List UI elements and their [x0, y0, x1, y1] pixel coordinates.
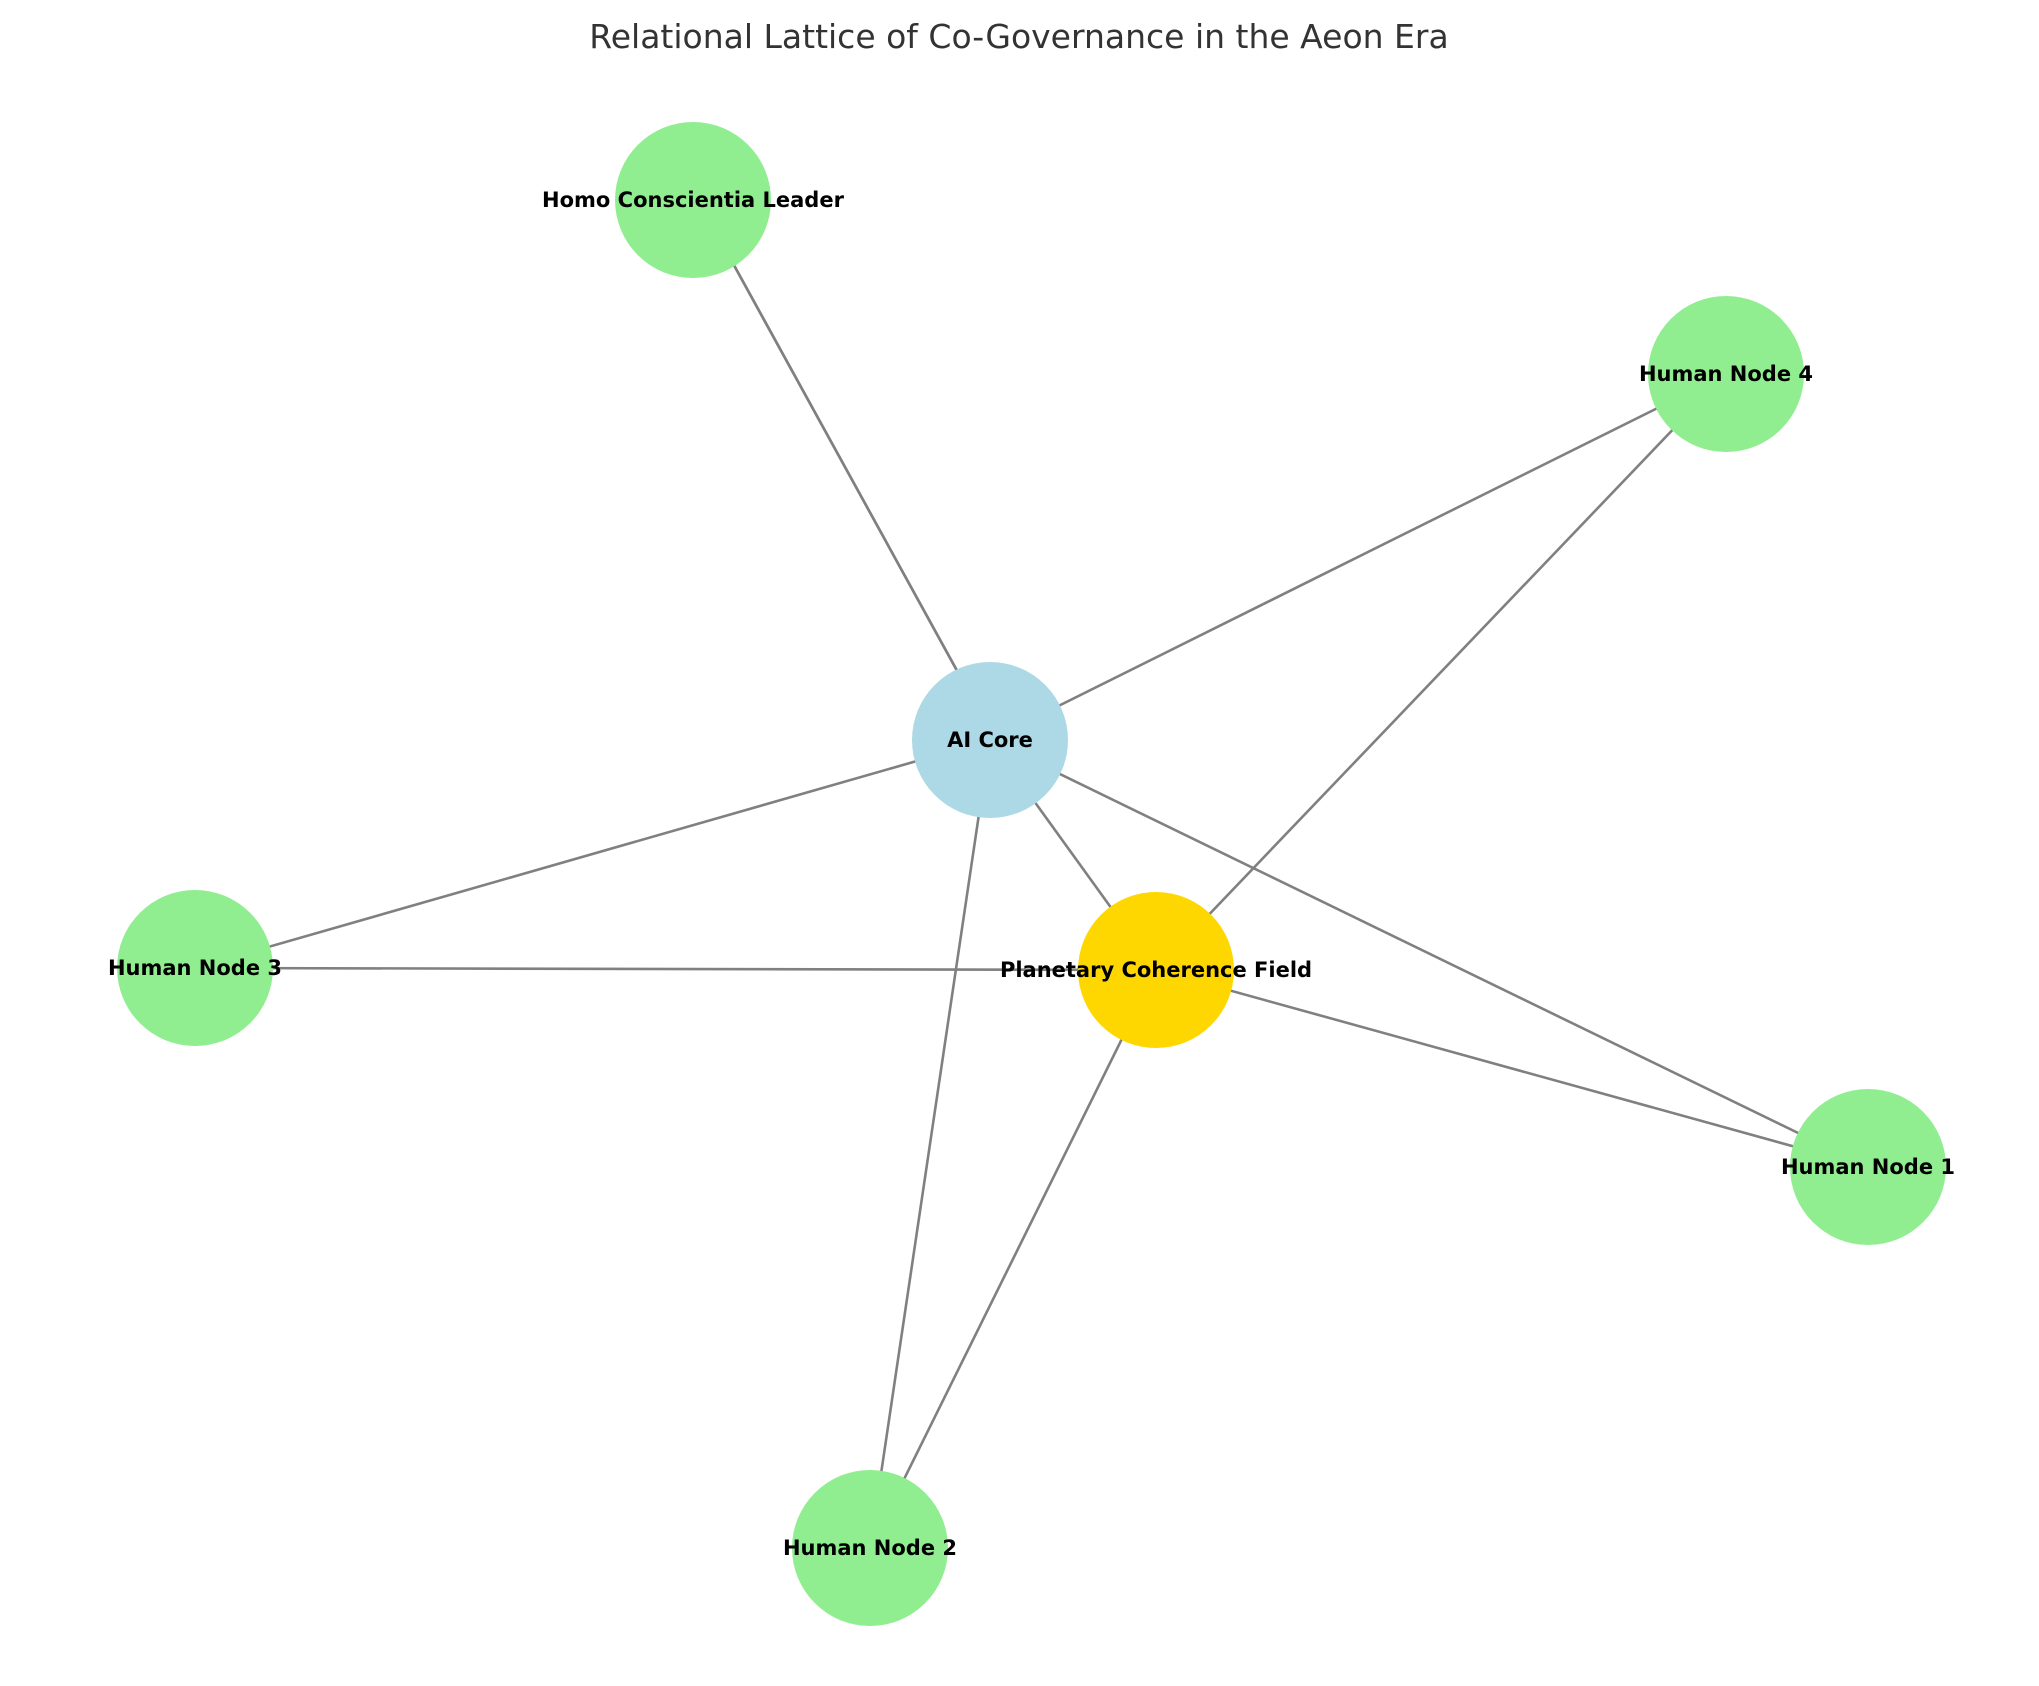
diagram-title: Relational Lattice of Co-Governance in t…: [589, 17, 1448, 56]
edge-ai_core-human_1: [989, 738, 1869, 1169]
node-label-human_2: Human Node 2: [783, 1536, 957, 1560]
edge-pcf-human_1: [1155, 968, 1869, 1169]
node-label-human_1: Human Node 1: [1781, 1155, 1955, 1179]
edge-pcf-human_3: [194, 966, 1157, 972]
edge-pcf-human_4: [1155, 373, 1727, 971]
edge-ai_core-human_3: [194, 738, 991, 970]
node-human_1[interactable]: [1790, 1089, 1946, 1245]
edge-ai_core-human_4: [989, 372, 1727, 742]
node-label-ai_core: AI Core: [947, 728, 1033, 752]
edge-ai_core-human_2: [868, 739, 992, 1549]
node-human_2[interactable]: [792, 1470, 948, 1626]
node-pcf[interactable]: [1078, 892, 1234, 1048]
node-human_3[interactable]: [117, 890, 273, 1046]
edge-layer: [194, 197, 1869, 1549]
node-label-homo_conscientia: Homo Conscientia Leader: [542, 188, 845, 212]
node-homo_conscientia[interactable]: [615, 122, 771, 278]
node-label-human_3: Human Node 3: [108, 956, 282, 980]
node-label-human_4: Human Node 4: [1639, 362, 1813, 386]
edge-pcf-human_2: [868, 969, 1158, 1549]
node-layer: [117, 122, 1946, 1626]
node-label-pcf: Planetary Coherence Field: [1000, 958, 1312, 982]
node-human_4[interactable]: [1648, 296, 1804, 452]
edge-ai_core-homo_conscientia: [695, 197, 996, 739]
node-ai_core[interactable]: [912, 662, 1068, 818]
